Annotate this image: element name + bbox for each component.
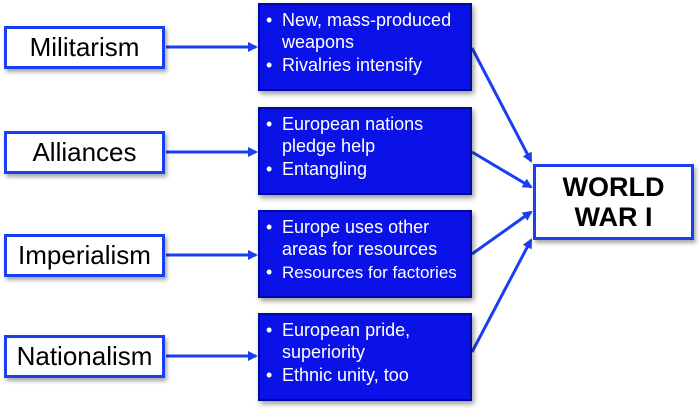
outcome-line-1: WORLD — [562, 172, 665, 202]
detail-item: •European nations pledge help — [266, 114, 424, 156]
outcome-line-2: WAR I — [574, 202, 653, 232]
detail-item: •Rivalries intensify — [266, 55, 423, 75]
arrow-detail1-to-outcome — [470, 47, 533, 163]
detail-item: •Europe uses other areas for resources — [266, 217, 438, 259]
cause-label: Alliances — [32, 137, 137, 167]
detail-item: •European pride, superiority — [266, 320, 411, 362]
detail-box-militarism: •New, mass-produced weapons •Rivalries i… — [258, 3, 472, 91]
detail-box-alliances: •European nations pledge help •Entanglin… — [258, 107, 472, 195]
cause-box-nationalism: Nationalism — [4, 335, 165, 378]
detail-box-nationalism: •European pride, superiority •Ethnic uni… — [258, 313, 472, 401]
detail-item: •Resources for factories — [266, 262, 457, 282]
arrow-detail4-to-outcome — [470, 238, 533, 353]
detail-item: •Entangling — [266, 159, 368, 179]
outcome-box-world-war-i: WORLD WAR I — [533, 164, 694, 240]
detail-box-imperialism: •Europe uses other areas for resources •… — [258, 210, 472, 298]
cause-box-imperialism: Imperialism — [4, 234, 165, 277]
detail-item: •Ethnic unity, too — [266, 365, 409, 385]
cause-box-alliances: Alliances — [4, 131, 165, 174]
cause-label: Militarism — [29, 32, 140, 62]
arrow-detail3-to-outcome — [471, 210, 533, 256]
detail-item: •New, mass-produced weapons — [266, 10, 452, 52]
cause-label: Imperialism — [18, 240, 151, 270]
cause-box-militarism: Militarism — [4, 26, 165, 69]
arrow-detail2-to-outcome — [471, 150, 533, 189]
cause-label: Nationalism — [16, 341, 153, 371]
